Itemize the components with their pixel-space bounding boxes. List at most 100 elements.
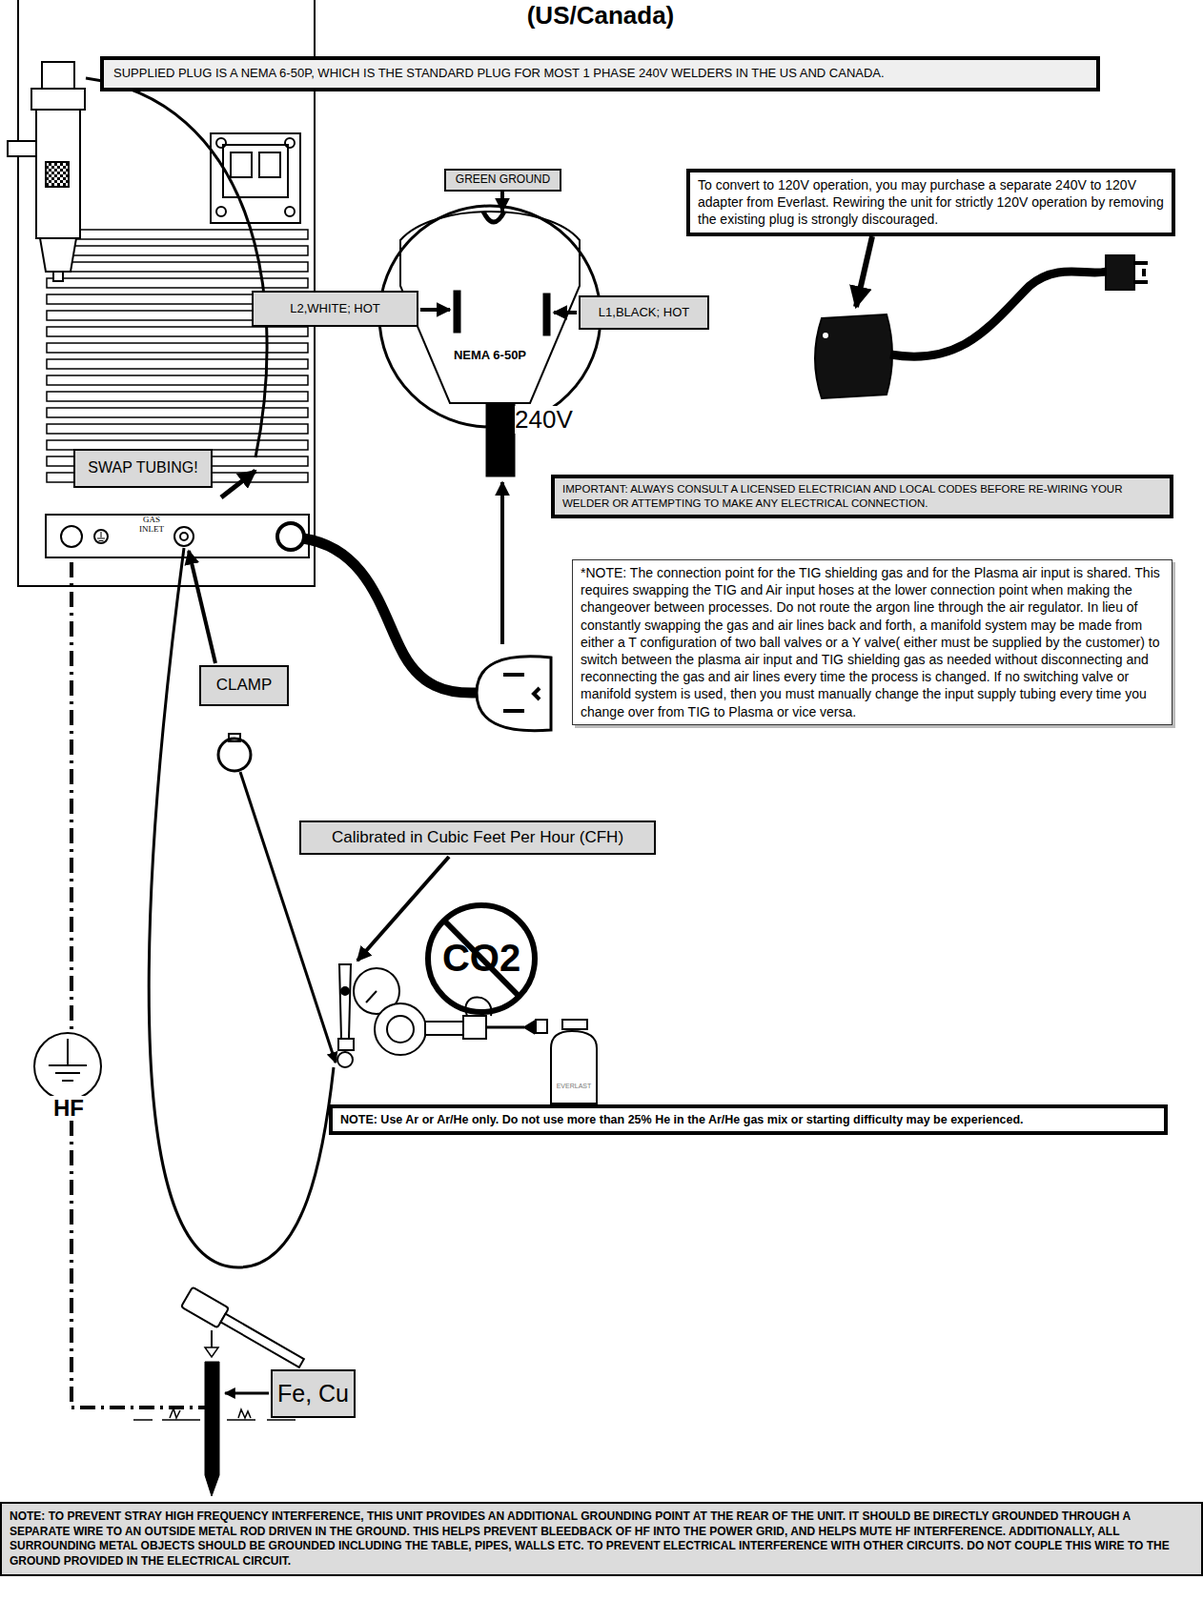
spec-banner: SUPPLIED PLUG IS A NEMA 6-50P, WHICH IS … bbox=[100, 56, 1101, 92]
warning-box: IMPORTANT: ALWAYS CONSULT A LICENSED ELE… bbox=[550, 474, 1174, 519]
note-box: NOTE: TO PREVENT STRAY HIGH FREQUENCY IN… bbox=[0, 1502, 1203, 1577]
air-filter-regulator bbox=[36, 109, 81, 239]
argon-regulator bbox=[535, 1019, 548, 1034]
power-cord-plug bbox=[476, 656, 551, 732]
box-text: To convert to 120V operation, you may pu… bbox=[697, 176, 1164, 229]
box-text: GREEN GROUND bbox=[449, 172, 556, 188]
hf-ground-wire bbox=[48, 1039, 87, 1081]
note-box: To convert to 120V operation, you may pu… bbox=[686, 168, 1176, 237]
welder-body bbox=[216, 206, 226, 217]
swap-tubing-line bbox=[85, 78, 267, 498]
callout-box: L1,BLACK; HOT bbox=[578, 295, 710, 330]
power-cord-plug bbox=[303, 538, 551, 732]
box-text: CLAMP bbox=[204, 674, 284, 696]
nema-plug-face bbox=[420, 307, 450, 312]
argon-regulator bbox=[341, 987, 349, 996]
brand-mark: EVERLAST bbox=[547, 1082, 601, 1091]
adapter-cord bbox=[815, 314, 893, 399]
nema-plug-face bbox=[486, 403, 515, 477]
callout-box: Fe, Cu bbox=[270, 1369, 356, 1419]
clamp-gas-hose bbox=[188, 550, 216, 664]
welder-body bbox=[259, 152, 281, 178]
welder-body bbox=[210, 133, 301, 224]
welder-body bbox=[285, 138, 295, 148]
argon-regulator bbox=[486, 1026, 525, 1030]
nema-plug-face bbox=[400, 211, 580, 404]
no-co2-symbol bbox=[428, 905, 535, 1013]
air-filter-regulator bbox=[40, 238, 77, 272]
welder-body bbox=[277, 523, 305, 551]
box-text: Fe, Cu bbox=[276, 1378, 350, 1410]
callout-box: SWAP TUBING! bbox=[73, 448, 213, 489]
ground-rod-hammer bbox=[204, 1347, 219, 1358]
clamp-gas-hose bbox=[148, 548, 334, 1268]
clamp-gas-hose bbox=[218, 738, 251, 772]
callout-box: CLAMP bbox=[199, 665, 289, 707]
ground-rod-hammer bbox=[224, 1392, 269, 1396]
argon-regulator bbox=[337, 1052, 353, 1068]
power-cord-plug bbox=[503, 674, 540, 712]
note-box: NOTE: Use Ar or Ar/He only. Do not use m… bbox=[328, 1104, 1168, 1136]
welder-body bbox=[216, 138, 226, 148]
callout-box: L2,WHITE; HOT bbox=[251, 290, 419, 327]
clamp-gas-hose bbox=[240, 772, 336, 1063]
welder-body bbox=[97, 531, 105, 542]
box-text: NOTE: Use Ar or Ar/He only. Do not use m… bbox=[340, 1112, 1157, 1128]
air-filter-regulator bbox=[31, 88, 85, 110]
gas-symbol-text: CO2 bbox=[433, 937, 530, 979]
box-text: Calibrated in Cubic Feet Per Hour (CFH) bbox=[305, 827, 651, 849]
argon-regulator bbox=[338, 1039, 354, 1051]
clamp-gas-hose bbox=[357, 856, 449, 961]
air-filter-regulator bbox=[7, 61, 85, 282]
no-co2-symbol bbox=[428, 905, 535, 1013]
voltage-label: 240V bbox=[514, 406, 586, 434]
nema-plug-face bbox=[553, 310, 577, 315]
welder-body bbox=[94, 530, 108, 544]
box-text: L2,WHITE; HOT bbox=[257, 301, 413, 318]
argon-regulator bbox=[524, 1021, 534, 1034]
argon-regulator bbox=[387, 1016, 414, 1043]
swap-tubing-line bbox=[221, 470, 256, 498]
clamp-gas-hose bbox=[148, 548, 449, 1268]
callout-box: Calibrated in Cubic Feet Per Hour (CFH) bbox=[299, 820, 656, 856]
air-filter-regulator bbox=[7, 141, 37, 157]
nema-plug-face bbox=[453, 290, 461, 333]
box-text: NOTE: TO PREVENT STRAY HIGH FREQUENCY IN… bbox=[9, 1509, 1194, 1570]
adapter-cord bbox=[815, 236, 1148, 399]
welder-body bbox=[174, 527, 194, 547]
nema-plug-face bbox=[543, 293, 551, 336]
adapter-cord bbox=[822, 332, 829, 339]
box-text: L1,BLACK; HOT bbox=[584, 305, 704, 322]
plug-name: NEMA 6-50P bbox=[436, 348, 544, 363]
ground-rod-hammer bbox=[204, 1362, 220, 1497]
air-filter-regulator bbox=[41, 61, 75, 89]
ground-label: HF bbox=[45, 1096, 92, 1122]
diagram-title: (US/Canada) bbox=[457, 1, 744, 30]
welder-body bbox=[45, 226, 309, 487]
argon-regulator bbox=[425, 1021, 464, 1036]
welder-body bbox=[285, 206, 295, 217]
argon-regulator bbox=[339, 964, 351, 1040]
note-box: *NOTE: The connection point for the TIG … bbox=[571, 559, 1173, 726]
adapter-cord bbox=[1134, 263, 1148, 283]
nema-plug-face bbox=[500, 190, 505, 212]
argon-regulator bbox=[366, 991, 377, 1003]
argon-regulator bbox=[463, 1016, 487, 1040]
nema-plug-face bbox=[379, 190, 601, 645]
box-text: SWAP TUBING! bbox=[79, 458, 207, 479]
argon-regulator bbox=[374, 1003, 427, 1056]
hf-ground-wire bbox=[34, 1033, 102, 1101]
ground-rod-hammer bbox=[181, 1287, 307, 1374]
ground-rod-hammer bbox=[221, 1314, 305, 1368]
air-filter-regulator bbox=[45, 162, 69, 187]
box-text: *NOTE: The connection point for the TIG … bbox=[580, 564, 1164, 721]
welder-body bbox=[180, 532, 188, 541]
box-text: IMPORTANT: ALWAYS CONSULT A LICENSED ELE… bbox=[562, 482, 1163, 511]
callout-box: GREEN GROUND bbox=[444, 168, 562, 192]
welder-body bbox=[45, 514, 309, 558]
argon-regulator bbox=[550, 1019, 597, 1104]
nema-plug-face bbox=[500, 482, 505, 645]
welder-body bbox=[61, 526, 82, 548]
